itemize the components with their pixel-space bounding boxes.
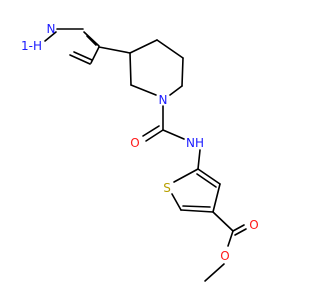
molecule-structure: N 1-H N O NH S O O	[21, 22, 259, 282]
bond	[162, 129, 185, 140]
bond	[145, 129, 164, 142]
bond	[173, 168, 199, 183]
bond	[180, 209, 214, 213]
bond	[73, 51, 93, 61]
bond	[44, 31, 57, 42]
bond	[83, 31, 100, 47]
atom-label-nh: NH	[186, 136, 204, 150]
bond	[196, 173, 217, 188]
atom-label-n: N	[47, 22, 56, 36]
bond	[232, 224, 245, 232]
bond	[130, 84, 157, 96]
bond	[142, 125, 160, 137]
atom-label-s: S	[163, 181, 171, 195]
bond	[182, 205, 211, 208]
atom-label-nh: 1-H	[21, 39, 42, 53]
bond	[69, 54, 91, 65]
bond	[181, 57, 184, 87]
bond	[227, 230, 234, 247]
bond	[197, 149, 201, 170]
bond	[204, 263, 225, 282]
atom-label-o: O	[130, 136, 139, 150]
bond	[171, 193, 182, 211]
bond	[98, 46, 131, 54]
bond	[212, 211, 234, 232]
bond-layer	[44, 28, 247, 282]
bond	[197, 168, 221, 185]
atom-label-layer: N 1-H N O NH S O O	[21, 22, 259, 263]
atom-label-o: O	[249, 218, 258, 232]
atom-label-o: O	[220, 249, 229, 263]
bond	[234, 228, 247, 236]
bond	[156, 39, 184, 59]
bond	[129, 52, 132, 86]
bond	[86, 35, 97, 46]
bond	[169, 85, 183, 96]
bond	[129, 39, 158, 54]
bond	[212, 183, 221, 213]
atom-label-n: N	[159, 93, 168, 107]
